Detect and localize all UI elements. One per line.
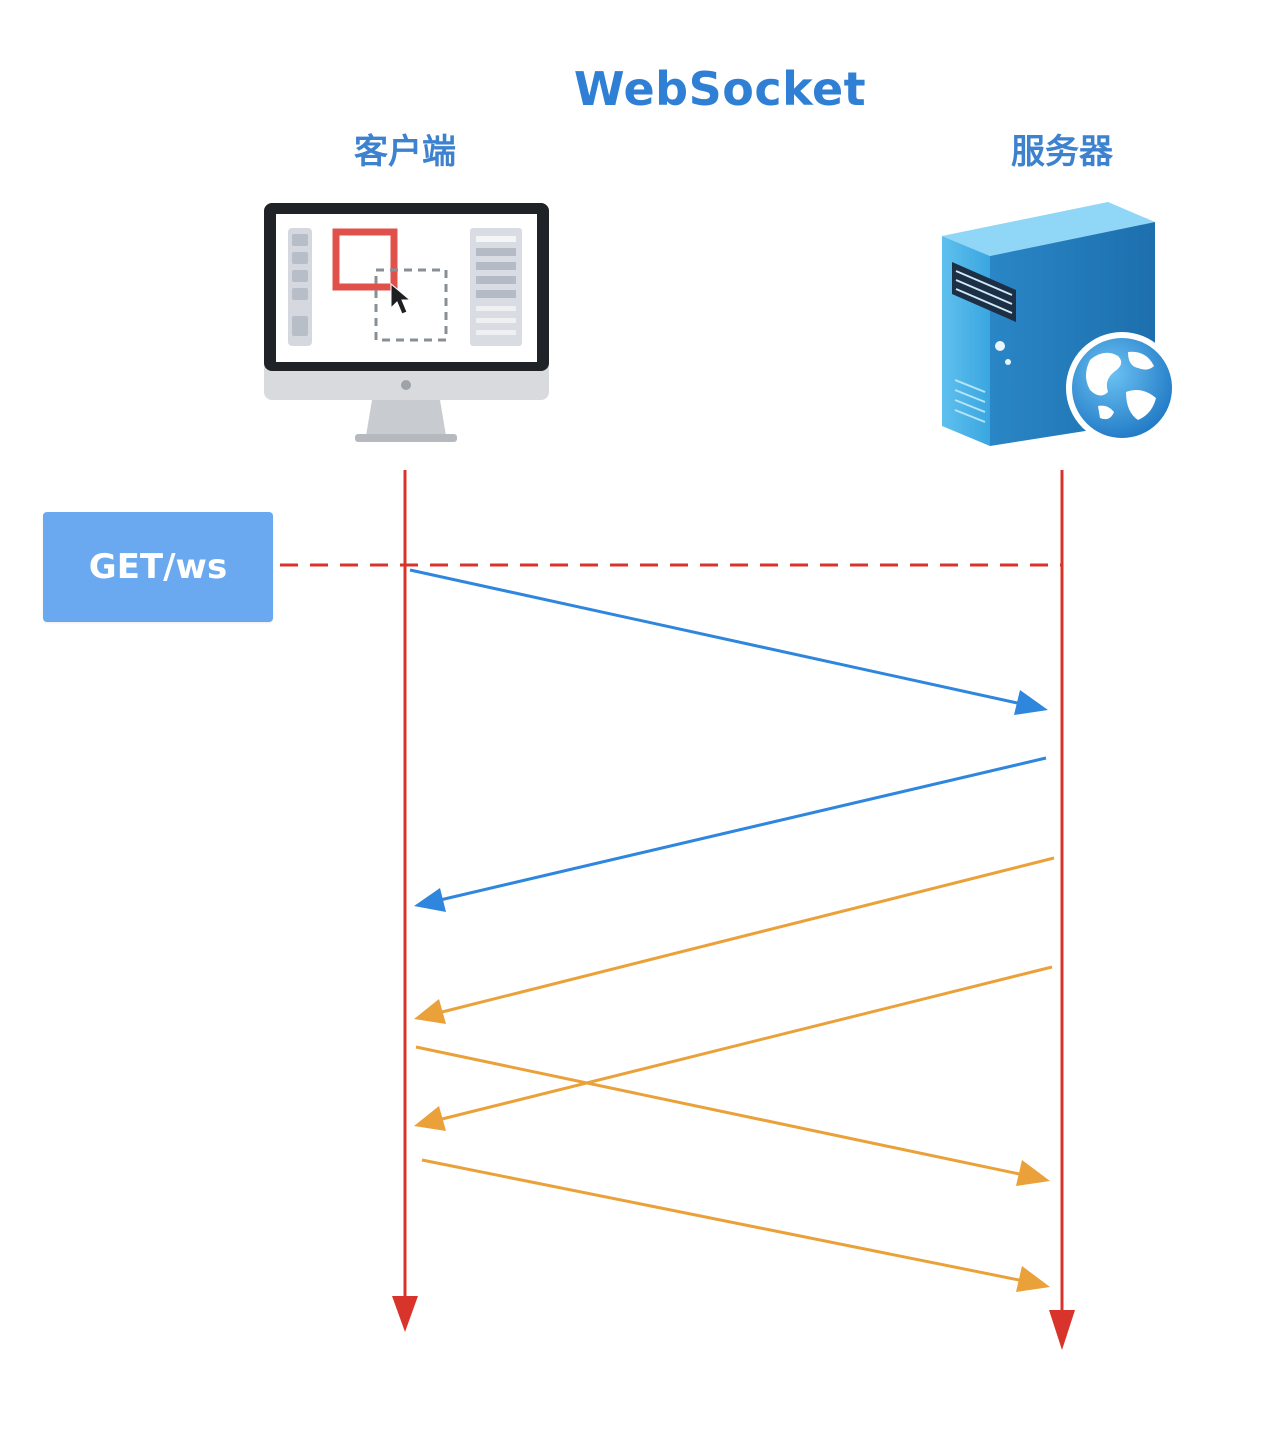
server-message-arrow-2 — [414, 965, 1053, 1131]
get-ws-request-badge: GET/ws — [43, 512, 273, 622]
request-label: GET/ws — [88, 547, 228, 587]
server-label: 服务器 — [1011, 132, 1113, 172]
handshake-request-arrow — [409, 568, 1048, 715]
handshake-response-arrow — [414, 756, 1047, 912]
diagram-title: WebSocket — [573, 62, 867, 116]
server-globe-icon — [942, 202, 1178, 446]
desktop-monitor-icon — [264, 203, 549, 442]
client-label: 客户端 — [354, 132, 456, 172]
client-lifeline — [392, 470, 418, 1332]
client-message-arrow-1 — [415, 1045, 1050, 1186]
server-message-arrow-1 — [414, 856, 1055, 1024]
client-message-arrow-2 — [421, 1158, 1050, 1292]
server-lifeline — [1049, 470, 1075, 1350]
